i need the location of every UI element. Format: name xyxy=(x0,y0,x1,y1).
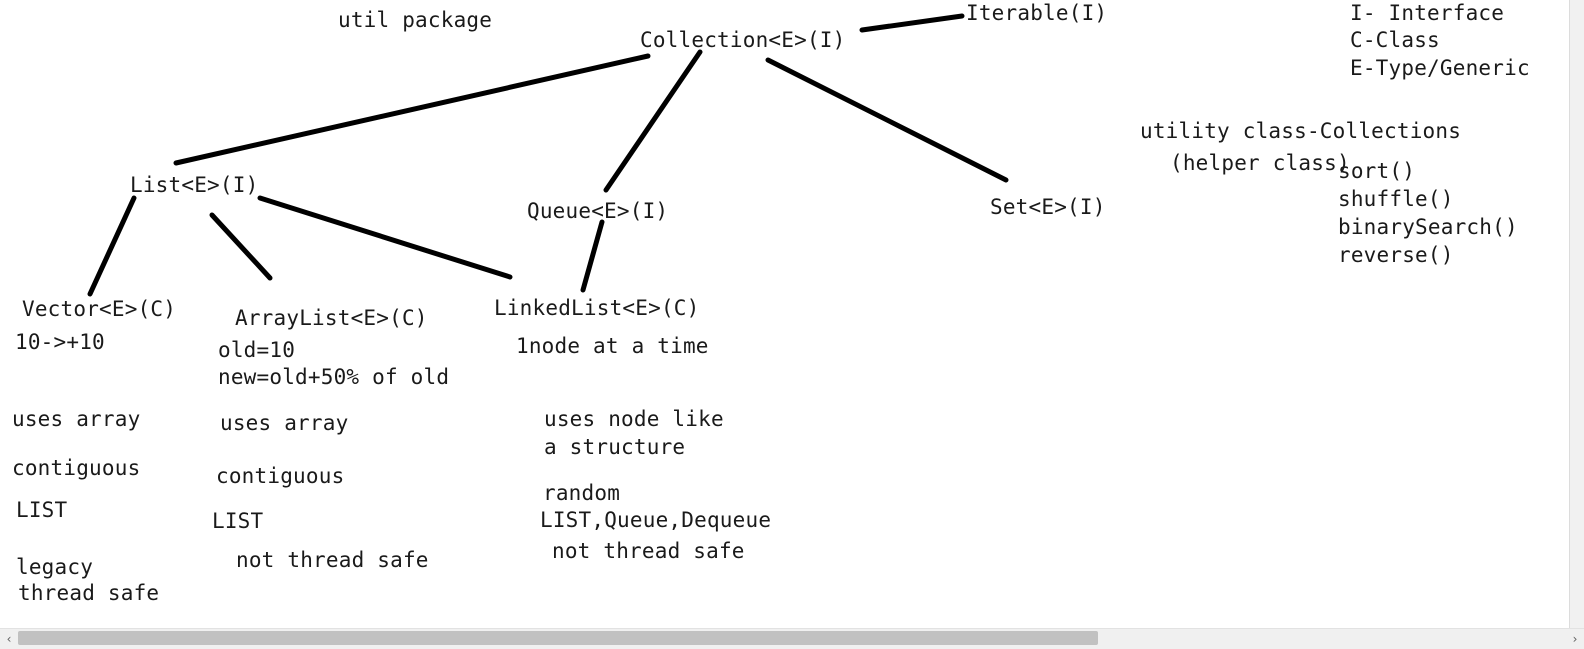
vector-note-thread-safe: thread safe xyxy=(18,581,160,605)
vector-note-legacy: legacy xyxy=(16,555,94,579)
page-title: util package xyxy=(338,8,493,32)
utility-title: utility class-Collections xyxy=(1140,119,1462,143)
node-list: List<E>(I) xyxy=(130,173,259,197)
utility-subtitle: (helper class) xyxy=(1170,151,1350,175)
vector-note-growth: 10->+10 xyxy=(15,330,105,354)
vector-note-uses-array: uses array xyxy=(12,407,141,431)
vector-note-list: LIST xyxy=(16,498,68,522)
node-collection: Collection<E>(I) xyxy=(640,28,846,52)
edge-queue-linkedlist xyxy=(580,219,605,293)
edge-collection-iterable xyxy=(859,13,965,33)
edge-collection-queue xyxy=(603,49,703,193)
node-iterable: Iterable(I) xyxy=(966,1,1108,25)
linkedlist-note-interfaces: LIST,Queue,Dequeue xyxy=(540,508,772,532)
arraylist-note-contiguous: contiguous xyxy=(216,464,345,488)
node-set: Set<E>(I) xyxy=(990,195,1106,219)
arraylist-note-new: new=old+50% of old xyxy=(218,365,450,389)
hierarchy-connectors xyxy=(87,13,1009,297)
edge-collection-list xyxy=(173,53,651,166)
linkedlist-note-random: random xyxy=(543,481,621,505)
arraylist-note-uses-array: uses array xyxy=(220,411,349,435)
edge-list-arraylist xyxy=(209,212,273,281)
whiteboard-canvas: util package Collection<E>(I) Iterable(I… xyxy=(12,1,1530,605)
legend-class: C-Class xyxy=(1350,28,1440,52)
scroll-left-arrow-icon[interactable]: ‹ xyxy=(6,632,12,646)
arraylist-note-list: LIST xyxy=(212,509,264,533)
legend-interface: I- Interface xyxy=(1350,1,1505,25)
node-queue: Queue<E>(I) xyxy=(527,199,669,223)
edge-collection-set xyxy=(765,57,1009,183)
legend-generic: E-Type/Generic xyxy=(1350,56,1530,80)
horizontal-scrollbar[interactable]: ‹ › xyxy=(0,628,1584,649)
linkedlist-note-node: 1node at a time xyxy=(516,334,709,358)
linkedlist-note-not-thread-safe: not thread safe xyxy=(552,539,745,563)
node-vector: Vector<E>(C) xyxy=(22,297,177,321)
utility-method-reverse: reverse() xyxy=(1338,243,1454,267)
utility-method-binarysearch: binarySearch() xyxy=(1338,215,1518,239)
arraylist-note-not-thread-safe: not thread safe xyxy=(236,548,429,572)
edge-list-linkedlist xyxy=(257,195,513,280)
edge-list-vector xyxy=(87,195,137,297)
scroll-right-arrow-icon[interactable]: › xyxy=(1572,632,1578,646)
utility-method-sort: sort() xyxy=(1338,159,1416,183)
vector-note-contiguous: contiguous xyxy=(12,456,141,480)
arraylist-note-old: old=10 xyxy=(218,338,296,362)
utility-method-shuffle: shuffle() xyxy=(1338,187,1454,211)
linkedlist-note-uses-node: uses node like xyxy=(544,407,724,431)
node-arraylist: ArrayList<E>(C) xyxy=(235,306,428,330)
node-linkedlist: LinkedList<E>(C) xyxy=(494,296,700,320)
horizontal-scrollbar-thumb[interactable] xyxy=(18,631,1098,645)
linkedlist-note-structure: a structure xyxy=(544,435,686,459)
vertical-scrollbar-track[interactable] xyxy=(1569,0,1584,628)
